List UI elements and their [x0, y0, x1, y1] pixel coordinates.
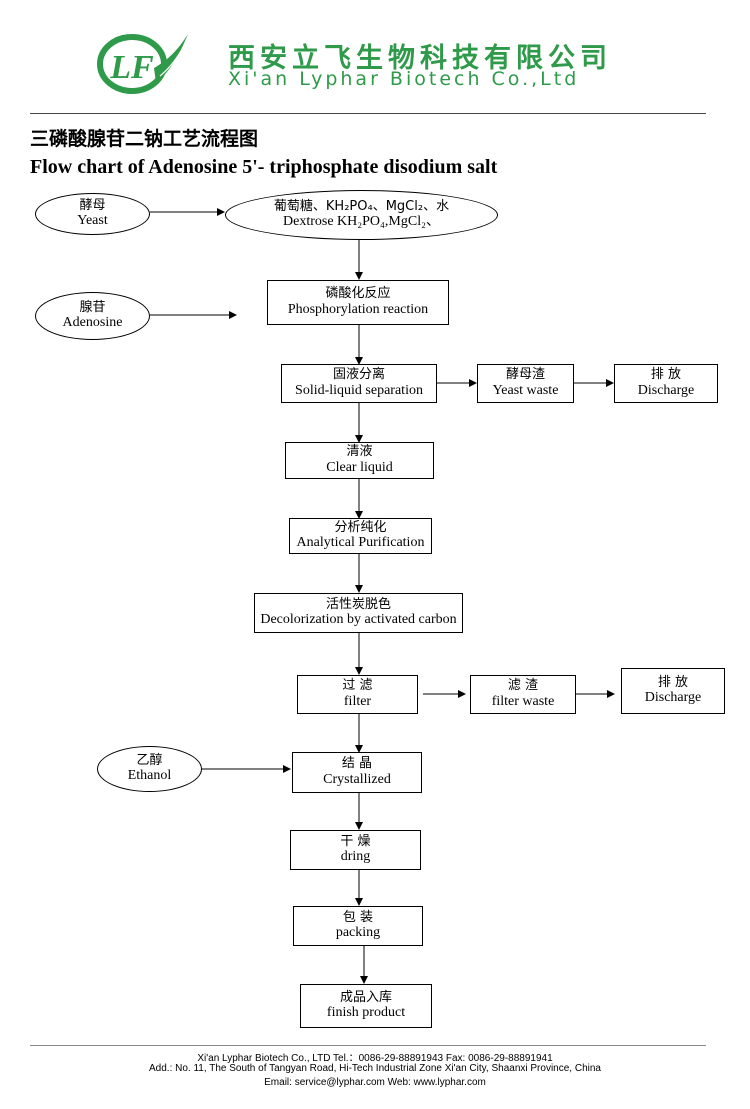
node-yeast-waste-cn: 酵母渣 [505, 367, 545, 383]
header-divider [30, 113, 706, 114]
node-decolorization-cn: 活性炭脱色 [325, 596, 391, 612]
node-yeast-waste: 酵母渣 Yeast waste [477, 364, 574, 403]
node-yeast-waste-en: Yeast waste [492, 382, 559, 398]
node-discharge-2-en: Discharge [644, 690, 702, 706]
node-crystallized-cn: 结 晶 [341, 756, 373, 772]
node-decolorization-en: Decolorization by activated carbon [260, 612, 457, 628]
node-finish-product: 成品入库 finish product [300, 984, 432, 1028]
node-packing: 包 装 packing [293, 906, 423, 946]
footer-web: Email: service@lyphar.com Web: www.lypha… [264, 1077, 486, 1088]
node-filter-cn: 过 滤 [342, 678, 373, 694]
node-dextrose: 葡萄糖、KH₂PO₄、MgCl₂、水 Dextrose KH₂PO₄,MgCl₂… [225, 190, 498, 240]
node-purification-cn: 分析纯化 [334, 519, 387, 535]
node-decolorization: 活性炭脱色 Decolorization by activated carbon [254, 593, 463, 633]
company-name-en: Xi'an Lyphar Biotech Co.,Ltd [228, 68, 580, 90]
node-ethanol: 乙醇 Ethanol [97, 746, 202, 792]
node-filter-waste-cn: 滤 渣 [507, 678, 539, 694]
node-adenosine-cn: 腺苷 [79, 299, 106, 315]
footer-contact: Xi'an Lyphar Biotech Co., LTD Tel.：0086-… [197, 1053, 553, 1064]
node-filter: 过 滤 filter [297, 675, 418, 714]
node-ethanol-cn: 乙醇 [136, 752, 163, 768]
page-title-en: Flow chart of Adenosine 5'- triphosphate… [30, 156, 498, 178]
node-dextrose-en: Dextrose KH₂PO₄,MgCl₂、 [283, 214, 440, 230]
node-filter-en: filter [343, 693, 372, 709]
node-drying-cn: 干 燥 [340, 833, 371, 849]
node-discharge-2-cn: 排 放 [657, 674, 689, 690]
node-filter-waste: 滤 渣 filter waste [470, 675, 576, 714]
node-clear-liquid-en: Clear liquid [326, 459, 393, 475]
node-drying-en: dring [340, 849, 371, 865]
node-separation: 固液分离 Solid-liquid separation [281, 364, 437, 403]
node-drying: 干 燥 dring [290, 830, 421, 870]
node-phosphorylation: 磷酸化反应 Phosphorylation reaction [267, 280, 449, 325]
company-logo: LF [97, 34, 188, 94]
node-discharge-1: 排 放 Discharge [614, 364, 718, 403]
node-discharge-1-en: Discharge [637, 382, 695, 398]
node-yeast: 酵母 Yeast [35, 193, 150, 235]
node-dextrose-cn: 葡萄糖、KH₂PO₄、MgCl₂、水 [273, 198, 450, 214]
footer-address: Add.: No. 11, The South of Tangyan Road,… [149, 1063, 601, 1074]
node-ethanol-en: Ethanol [127, 768, 172, 784]
node-clear-liquid-cn: 清液 [346, 444, 373, 460]
logo-letters: LF [109, 49, 154, 86]
node-finish-product-cn: 成品入库 [339, 989, 392, 1005]
node-packing-en: packing [335, 925, 381, 941]
page-title-cn: 三磷酸腺苷二钠工艺流程图 [30, 128, 259, 150]
node-phosphorylation-en: Phosphorylation reaction [287, 301, 429, 317]
node-purification: 分析纯化 Analytical Purification [289, 518, 432, 554]
node-crystallized: 结 晶 Crystallized [292, 752, 422, 793]
node-adenosine-en: Adenosine [62, 315, 123, 331]
node-crystallized-en: Crystallized [323, 771, 391, 787]
node-filter-waste-en: filter waste [491, 693, 555, 709]
node-yeast-cn: 酵母 [79, 197, 106, 213]
node-yeast-en: Yeast [77, 213, 108, 229]
company-name-cn: 西安立飞生物科技有限公司 [228, 43, 612, 74]
node-discharge-1-cn: 排 放 [650, 367, 682, 383]
node-separation-en: Solid-liquid separation [295, 382, 423, 398]
node-clear-liquid: 清液 Clear liquid [285, 442, 434, 479]
node-discharge-2: 排 放 Discharge [621, 668, 725, 714]
node-adenosine: 腺苷 Adenosine [35, 292, 150, 340]
node-finish-product-en: finish product [326, 1005, 406, 1021]
node-separation-cn: 固液分离 [332, 367, 385, 383]
node-packing-cn: 包 装 [342, 909, 374, 925]
node-phosphorylation-cn: 磷酸化反应 [325, 286, 391, 302]
footer-divider [30, 1045, 706, 1046]
node-purification-en: Analytical Purification [296, 535, 425, 551]
